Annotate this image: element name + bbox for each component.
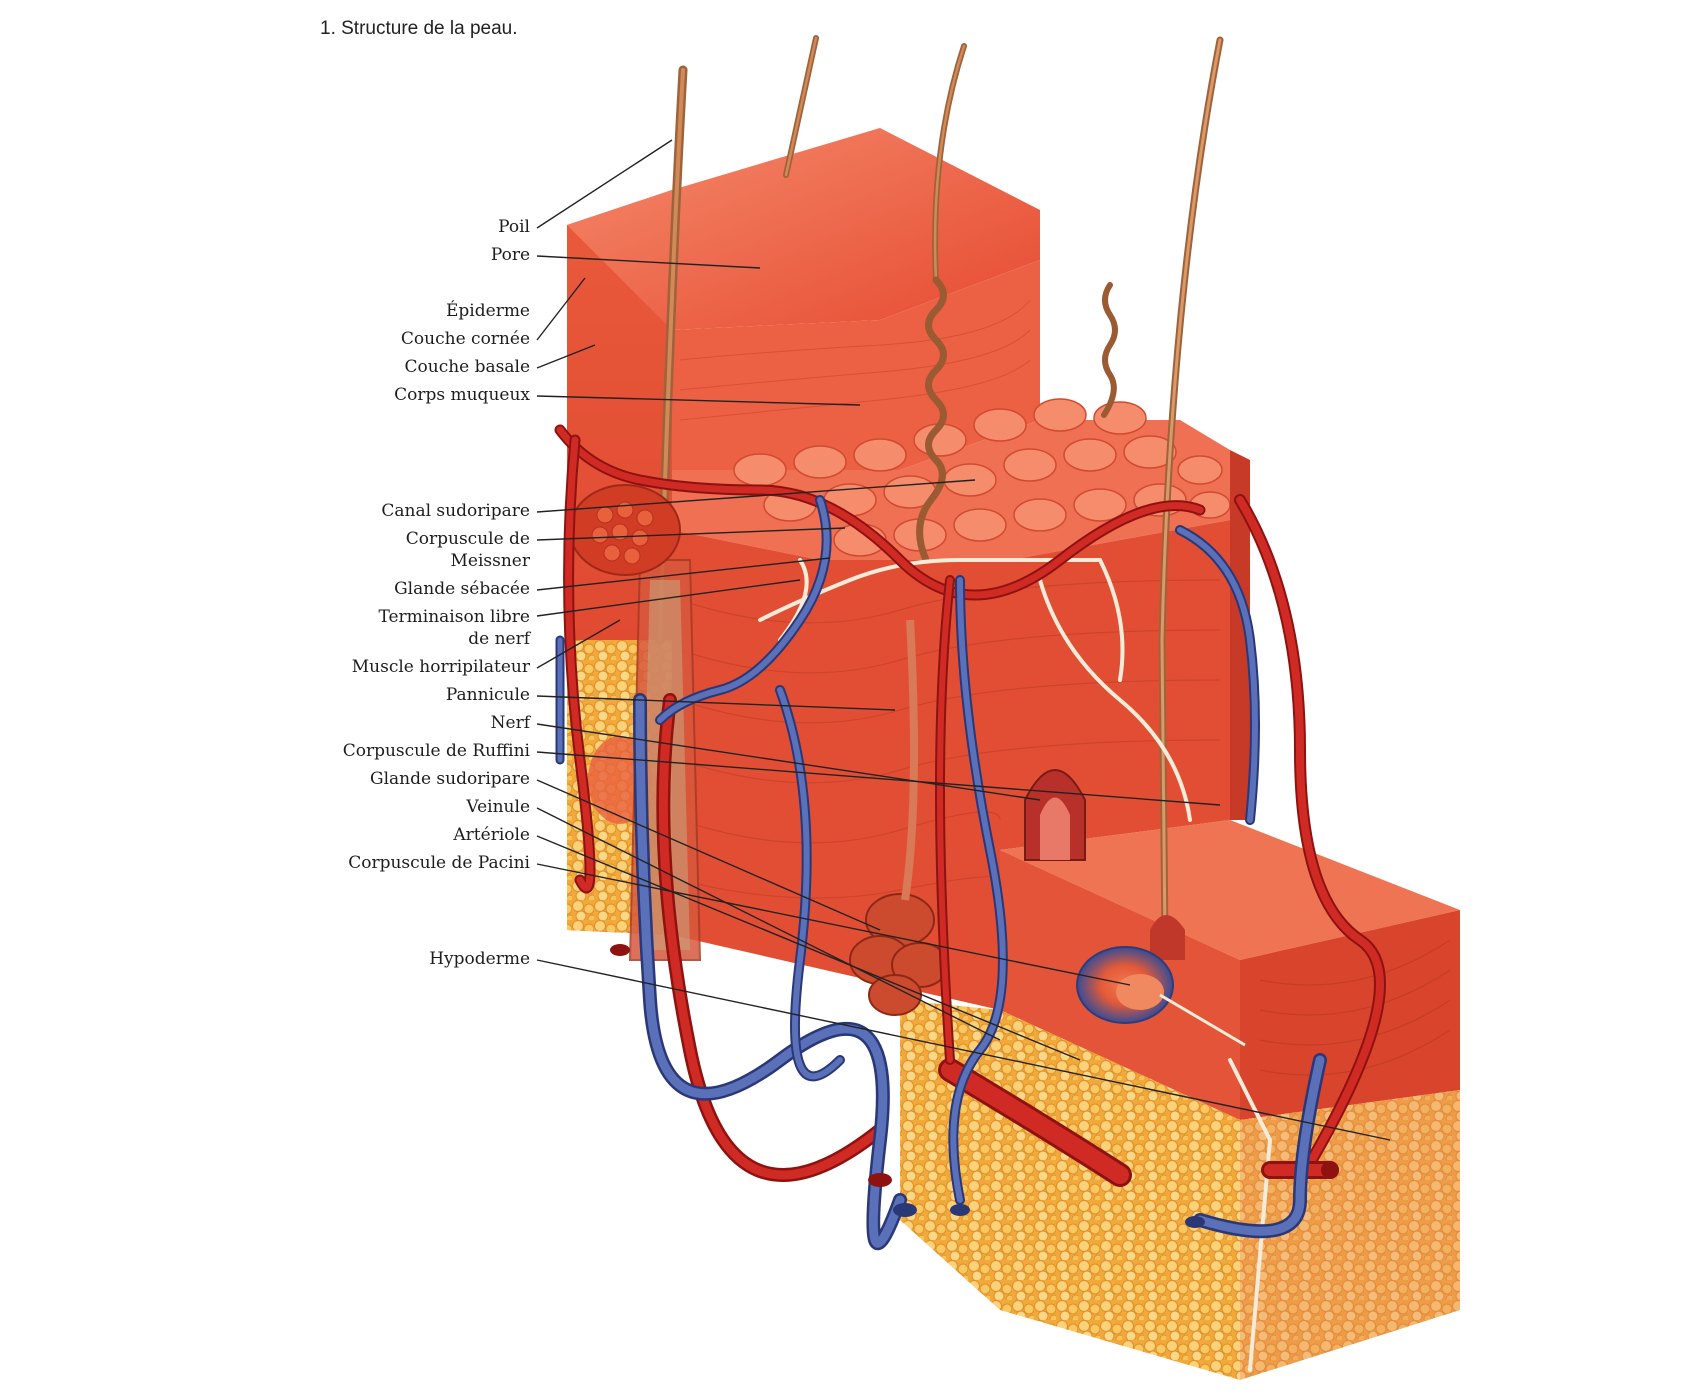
label-veinule: Veinule: [466, 797, 530, 817]
label-pannicule: Pannicule: [445, 685, 530, 705]
label-nerf: Nerf: [490, 713, 530, 733]
lower-block-side-dermis: [1240, 910, 1460, 1120]
venules: [555, 495, 1327, 1251]
label-muscle-horripilateur: Muscle horripilateur: [351, 657, 530, 677]
label-glande-sudoripare: Glande sudoripare: [369, 769, 530, 789]
label-pore: Pore: [490, 245, 530, 265]
sebaceous-gland: [569, 484, 681, 576]
label-hypoderme: Hypoderme: [429, 949, 530, 969]
dermis-side-face: [1230, 450, 1250, 820]
label-corpuscule-ruffini: Corpuscule de Ruffini: [342, 741, 530, 761]
label-epiderme: Épiderme: [446, 301, 530, 321]
epidermis-cross-section: [672, 260, 1040, 470]
vessel-cut-ends: [610, 944, 1339, 1228]
label-glande-sebacee: Glande sébacée: [394, 579, 530, 599]
pacinian-corpuscle: [1076, 946, 1246, 1047]
label-couche-cornee: Couche cornée: [400, 329, 530, 349]
leader-lines: [536, 139, 1391, 1141]
label-corpuscule-pacini: Corpuscule de Pacini: [348, 853, 530, 873]
dermis-front-face: [672, 520, 1230, 1010]
figure-caption: 1. Structure de la peau.: [320, 18, 518, 39]
skin-surface-top: [567, 128, 1040, 330]
label-canal-sudoripare: Canal sudoripare: [381, 501, 530, 521]
label-couche-basale: Couche basale: [404, 357, 531, 377]
label-corps-muqueux: Corps muqueux: [394, 385, 530, 405]
label-arteriole: Artériole: [453, 825, 530, 845]
label-poil: Poil: [498, 217, 530, 237]
